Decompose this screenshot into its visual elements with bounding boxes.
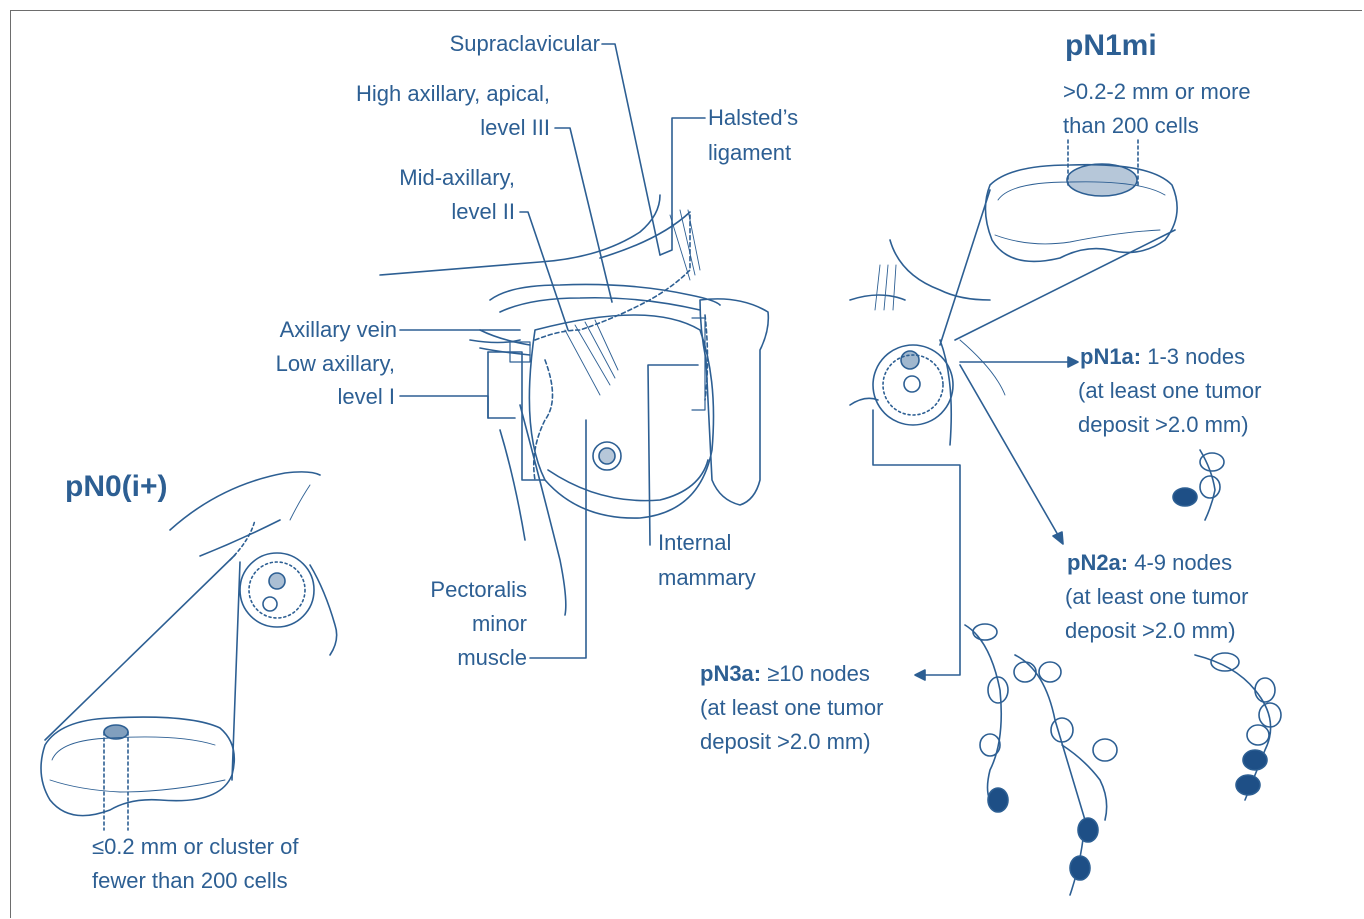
pectoralis-label-line2: minor <box>380 607 527 641</box>
high-axillary-label-line1: High axillary, apical, <box>280 77 550 111</box>
supraclavicular-label: Supraclavicular <box>380 27 600 61</box>
pn1a-code: pN1a: <box>1080 344 1141 369</box>
supraclavicular-leader <box>602 44 660 255</box>
pn0-drawing <box>41 472 337 830</box>
pn3a-nodes: ≥10 nodes <box>761 661 870 686</box>
internal-mammary-leader <box>648 365 698 545</box>
low-axillary-label-line1: Low axillary, <box>210 347 395 381</box>
pn3a-heading: pN3a: ≥10 nodes <box>700 657 870 691</box>
pn3a-desc-line2: deposit >2.0 mm) <box>700 725 871 759</box>
mid-axillary-leader <box>520 212 568 330</box>
level-i-leader <box>400 396 515 418</box>
pn1a-heading: pN1a: 1-3 nodes <box>1080 340 1245 374</box>
low-axillary-label-line2: level I <box>210 380 395 414</box>
pn2a-code: pN2a: <box>1067 550 1128 575</box>
pn3a-desc-line1: (at least one tumor <box>700 691 883 725</box>
pn2a-heading: pN2a: 4-9 nodes <box>1067 546 1232 580</box>
pn1a-node-chain <box>1173 450 1224 520</box>
pn2a-nodes: 4-9 nodes <box>1128 550 1232 575</box>
pn2a-desc-line1: (at least one tumor <box>1065 580 1248 614</box>
pn0-desc-line2: fewer than 200 cells <box>92 864 288 898</box>
pn1mi-title: pN1mi <box>1065 28 1157 64</box>
breast-outline <box>529 315 713 518</box>
pn1a-desc-line2: deposit >2.0 mm) <box>1078 408 1249 442</box>
pn1a-desc-line1: (at least one tumor <box>1078 374 1261 408</box>
pn1mi-desc-line2: than 200 cells <box>1063 109 1199 143</box>
internal-mammary-label-line1: Internal <box>658 526 731 560</box>
halsted-leader <box>660 118 705 255</box>
pectoralis-label-line3: muscle <box>380 641 527 675</box>
mid-axillary-label-line1: Mid-axillary, <box>320 161 515 195</box>
pectoralis-label-line1: Pectoralis <box>380 573 527 607</box>
pn2a-desc-line2: deposit >2.0 mm) <box>1065 614 1236 648</box>
axillary-vein-label: Axillary vein <box>210 313 397 347</box>
high-axillary-label-line2: level III <box>280 111 550 145</box>
pn0-desc-line1: ≤0.2 mm or cluster of <box>92 830 298 864</box>
high-axillary-leader <box>555 128 612 302</box>
pn3a-code: pN3a: <box>700 661 761 686</box>
pn0-title: pN0(i+) <box>65 469 168 505</box>
internal-mammary-label-line2: mammary <box>658 561 756 595</box>
pn0-node-magnified <box>41 717 234 816</box>
halsted-label-line2: ligament <box>708 136 791 170</box>
pn3a-node-chain <box>965 624 1117 895</box>
mid-axillary-label-line2: level II <box>320 195 515 229</box>
pn2a-node-chain <box>1195 653 1281 800</box>
pectoralis-leader <box>530 420 586 658</box>
pn1mi-desc-line1: >0.2-2 mm or more <box>1063 75 1251 109</box>
pn1a-nodes: 1-3 nodes <box>1141 344 1245 369</box>
halsted-label-line1: Halsted’s <box>708 101 798 135</box>
